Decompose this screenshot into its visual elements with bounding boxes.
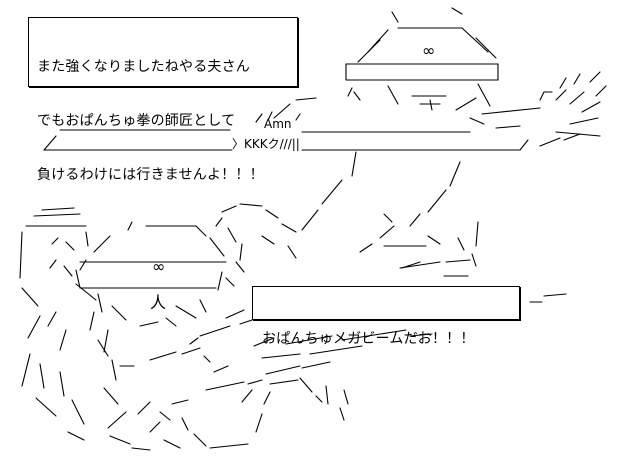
speech-bubble-top: また強くなりましたねやる夫さん でもおぱんちゅ拳の師匠として 負けるわけには行き… xyxy=(28,17,298,183)
bottom-figure-body xyxy=(97,337,349,451)
mega-beam xyxy=(171,261,567,405)
bottom-figure-arms xyxy=(215,203,297,287)
speech-top-line-1: また強くなりましたねやる夫さん xyxy=(37,59,250,75)
sword-grip: 〉KKKク///|| xyxy=(232,137,300,151)
infinity-glyph-bottom: ∞ xyxy=(152,257,165,276)
speech-top-line-3: 負けるわけには行きませんよ！！！ xyxy=(37,167,264,183)
top-figure-head xyxy=(345,7,499,111)
speech-top-line-2: でもおぱんちゅ拳の師匠として xyxy=(37,113,236,129)
speech-bottom-text: おぱんちゅメガビームだお！！！ xyxy=(262,331,475,347)
sword-blade xyxy=(43,111,529,151)
top-figure-body xyxy=(301,151,479,277)
bottom-figure-head xyxy=(75,221,227,327)
infinity-glyph-top: ∞ xyxy=(422,41,435,60)
left-creature xyxy=(19,207,109,441)
speech-bubble-bottom: おぱんちゅメガビームだお！！！ xyxy=(252,286,520,347)
sword-label: Amn xyxy=(264,117,292,131)
nose-kanji: 人 xyxy=(150,293,166,312)
top-figure-arm xyxy=(273,71,607,147)
